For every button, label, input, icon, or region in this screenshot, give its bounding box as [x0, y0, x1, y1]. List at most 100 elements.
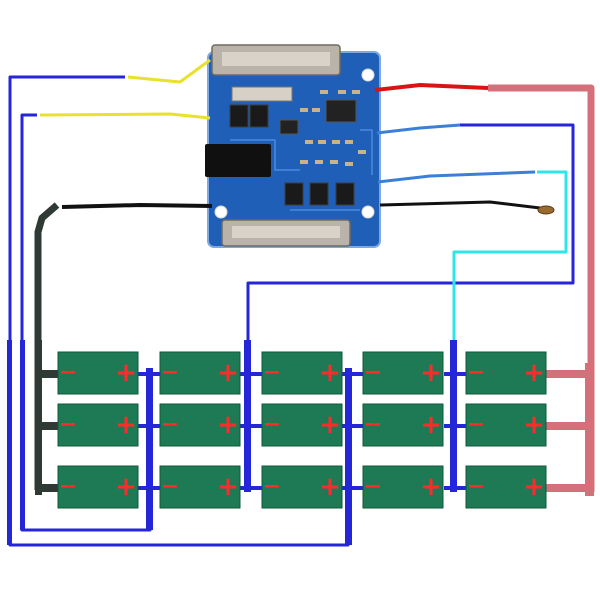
mounting-hole	[214, 205, 228, 219]
cell-negative-terminal-label: −	[59, 360, 77, 385]
battery-cell-icon: −+	[261, 351, 343, 395]
lead-blue-bottom	[377, 170, 536, 184]
cell-positive-terminal-label: +	[115, 358, 137, 388]
cell-negative-terminal-label: −	[263, 474, 281, 499]
cell-body	[159, 351, 241, 395]
cell-positive-terminal-label: +	[523, 472, 545, 502]
battery-cell-icon: −+	[159, 403, 241, 447]
cell-positive-terminal-label: +	[217, 410, 239, 440]
cell-body	[465, 465, 547, 509]
mosfet	[249, 104, 269, 128]
smd-component	[330, 160, 338, 164]
cell-body	[261, 465, 343, 509]
bms-board	[205, 44, 381, 248]
cell-positive-terminal-label: +	[420, 358, 442, 388]
cell-body	[465, 351, 547, 395]
series-terminal-link	[341, 486, 363, 490]
board-leads	[39, 58, 555, 215]
battery-cell-icon: −+	[261, 465, 343, 509]
mounting-hole	[361, 205, 375, 219]
smd-component	[332, 140, 340, 144]
cell-body	[465, 403, 547, 447]
lead-yellow-bottom	[39, 112, 211, 120]
cell-negative-terminal-label: −	[263, 360, 281, 385]
cell-positive-terminal-label: +	[115, 410, 137, 440]
series-link-bar	[450, 340, 457, 492]
battery-cell-icon: −+	[362, 403, 444, 447]
cell-negative-terminal-label: −	[161, 474, 179, 499]
cell-body	[57, 465, 139, 509]
cell-positive-terminal-label: +	[319, 472, 341, 502]
cell-positive-terminal-label: +	[217, 472, 239, 502]
cell-negative-terminal-label: −	[467, 360, 485, 385]
cell-positive-terminal-label: +	[420, 472, 442, 502]
smd-component	[312, 108, 320, 112]
mosfet	[309, 182, 329, 206]
lead-blue-top	[376, 123, 461, 135]
cell-negative-terminal-label: −	[364, 360, 382, 385]
cell-positive-terminal-label: +	[115, 472, 137, 502]
smd-component	[352, 90, 360, 94]
mosfet	[335, 182, 355, 206]
positive-terminal-link	[546, 484, 591, 492]
cell-negative-terminal-label: −	[161, 412, 179, 437]
series-terminal-link	[138, 486, 160, 490]
cell-negative-terminal-label: −	[364, 474, 382, 499]
top-terminal-slot	[222, 52, 330, 66]
cell-body	[362, 351, 444, 395]
mosfet	[284, 182, 304, 206]
pcb-trace	[360, 129, 373, 175]
series-terminal-link	[444, 372, 466, 376]
negative-bus-bar	[7, 340, 12, 545]
control-ic	[325, 99, 357, 123]
series-terminal-link	[444, 424, 466, 428]
smd-component	[338, 90, 346, 94]
cell-negative-terminal-label: −	[467, 474, 485, 499]
negative-terminal-link	[38, 370, 58, 378]
cell-positive-terminal-label: +	[523, 410, 545, 440]
positive-terminal-link	[546, 370, 591, 378]
negative-terminal-link	[38, 422, 58, 430]
series-terminal-link	[240, 424, 262, 428]
battery-cell-icon: −+	[465, 403, 547, 447]
series-terminal-link	[240, 486, 262, 490]
battery-cell-icon: −+	[362, 465, 444, 509]
smd-component	[315, 160, 323, 164]
pcb-trace	[230, 139, 300, 171]
cell-positive-terminal-label: +	[523, 358, 545, 388]
cell-body	[57, 403, 139, 447]
negative-bus-bar	[20, 340, 25, 530]
cell-negative-terminal-label: −	[467, 412, 485, 437]
battery-cell-icon: −+	[57, 465, 139, 509]
battery-cell-icon: −+	[465, 351, 547, 395]
series-terminal-link	[341, 372, 363, 376]
positive-main-wire	[488, 84, 595, 492]
mounting-hole	[361, 68, 375, 82]
wires-layer	[7, 75, 595, 547]
balance-connector	[231, 86, 293, 102]
negative-terminal-link	[38, 484, 58, 492]
thermistor-icon	[537, 205, 555, 215]
lead-yellow-top	[127, 58, 211, 84]
support-ic	[279, 119, 299, 135]
lead-black	[61, 203, 213, 209]
series-link-bar	[146, 368, 153, 530]
cell-body	[57, 351, 139, 395]
cell-body	[362, 403, 444, 447]
cell-body	[159, 465, 241, 509]
series-link-bar	[244, 340, 251, 492]
battery-cell-icon: −+	[57, 351, 139, 395]
series-terminal-link	[138, 372, 160, 376]
smd-component	[305, 140, 313, 144]
cell-negative-terminal-label: −	[263, 412, 281, 437]
positive-terminal-link	[546, 422, 591, 430]
cell-negative-terminal-label: −	[161, 360, 179, 385]
smd-component	[300, 108, 308, 112]
battery-cells: −+−+−+−+−+−+−+−+−+−+−+−+−+−+−+	[57, 351, 547, 509]
battery-cell-icon: −+	[159, 465, 241, 509]
series-terminal-link	[341, 424, 363, 428]
smd-component	[318, 140, 326, 144]
battery-cell-icon: −+	[465, 465, 547, 509]
